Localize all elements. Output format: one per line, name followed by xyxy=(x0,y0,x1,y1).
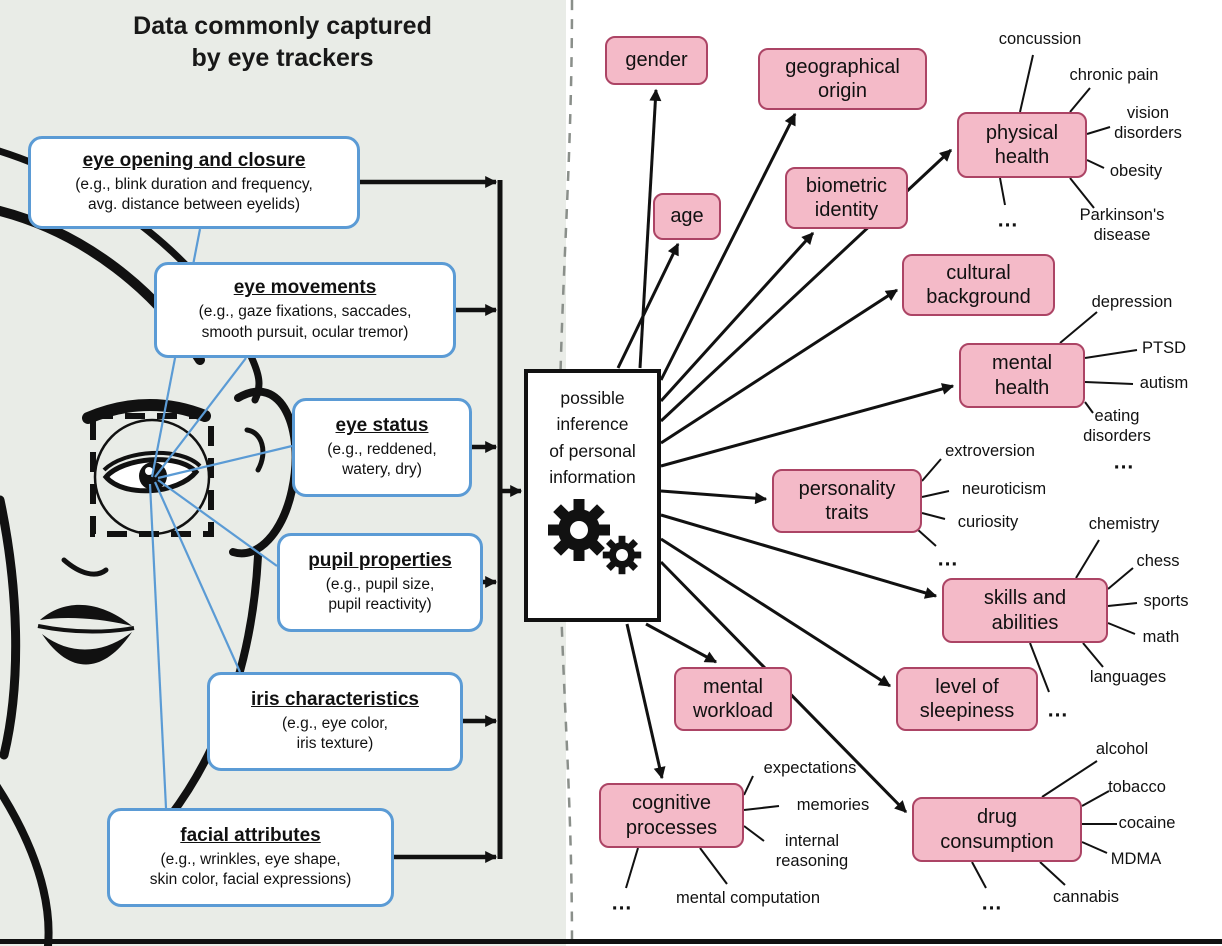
bottom-border xyxy=(0,939,1222,944)
node-personality-traits: personality traits xyxy=(772,469,922,533)
leaf-ellipsis: ... xyxy=(937,547,959,571)
leaf-internal-reasoning: internal reasoning xyxy=(775,832,849,870)
leaf-languages: languages xyxy=(1089,668,1167,687)
leaf-ptsd: PTSD xyxy=(1141,339,1187,358)
node-mental-health: mental health xyxy=(959,343,1085,408)
node-mental-workload: mental workload xyxy=(674,667,792,731)
data-box-eye-status: eye status (e.g., reddened, watery, dry) xyxy=(292,398,472,497)
data-box-iris-characteristics: iris characteristics (e.g., eye color, i… xyxy=(207,672,463,771)
leaf-alcohol: alcohol xyxy=(1095,740,1149,759)
leaf-neuroticism: neuroticism xyxy=(961,480,1047,499)
data-box-eye-movements: eye movements (e.g., gaze fixations, sac… xyxy=(154,262,456,358)
leaf-cannabis: cannabis xyxy=(1052,888,1120,907)
lips xyxy=(37,604,135,665)
data-box-desc: (e.g., eye color, iris texture) xyxy=(282,714,388,752)
leaf-curiosity: curiosity xyxy=(957,513,1019,532)
data-box-facial-attributes: facial attributes (e.g., wrinkles, eye s… xyxy=(107,808,394,907)
node-cultural-background: cultural background xyxy=(902,254,1055,316)
data-box-title: pupil properties xyxy=(308,549,452,571)
data-box-title: eye status xyxy=(335,414,429,436)
node-physical-health: physical health xyxy=(957,112,1087,178)
leaf-autism: autism xyxy=(1139,374,1189,393)
leaf-mdma: MDMA xyxy=(1110,850,1162,869)
diagram-title: Data commonly captured by eye trackers xyxy=(133,12,432,72)
leaf-memories: memories xyxy=(796,796,870,815)
leaf-ellipsis: ... xyxy=(611,891,633,915)
leaf-tobacco: tobacco xyxy=(1108,778,1166,797)
inference-node: possible inference of personal informati… xyxy=(524,369,661,622)
leaf-ellipsis: ... xyxy=(997,208,1019,232)
leaf-obesity: obesity xyxy=(1109,162,1163,181)
leaf-ellipsis: ... xyxy=(1047,698,1069,722)
trunk-connectors xyxy=(360,176,523,863)
data-box-pupil-properties: pupil properties (e.g., pupil size, pupi… xyxy=(277,533,483,632)
leaf-expectations: expectations xyxy=(763,759,857,778)
data-box-title: eye opening and closure xyxy=(82,149,306,171)
leaf-ellipsis: ... xyxy=(981,891,1003,915)
inference-label: possible inference of personal informati… xyxy=(549,388,636,487)
leaf-cocaine: cocaine xyxy=(1118,814,1176,833)
data-box-desc: (e.g., wrinkles, eye shape, skin color, … xyxy=(149,850,352,888)
node-geographical-origin: geographical origin xyxy=(758,48,927,110)
leaf-eating-disorders: eating disorders xyxy=(1083,407,1151,445)
leaf-depression: depression xyxy=(1091,293,1173,312)
leaf-connectors xyxy=(625,54,1138,889)
gears-icon xyxy=(548,499,642,575)
node-skills-and-abilities: skills and abilities xyxy=(942,578,1108,643)
leaf-ellipsis: ... xyxy=(1113,450,1135,474)
data-box-desc: (e.g., pupil size, pupil reactivity) xyxy=(325,575,435,613)
leaf-extroversion: extroversion xyxy=(945,442,1035,461)
data-box-desc: (e.g., blink duration and frequency, avg… xyxy=(75,175,313,213)
data-box-title: facial attributes xyxy=(180,824,321,846)
leaf-sports: sports xyxy=(1143,592,1189,611)
node-age: age xyxy=(653,193,721,240)
leaf-concussion: concussion xyxy=(998,30,1082,49)
leaf-vision-disorders: vision disorders xyxy=(1114,104,1182,142)
leaf-chemistry: chemistry xyxy=(1088,515,1160,534)
node-drug-consumption: drug consumption xyxy=(912,797,1082,862)
data-box-desc: (e.g., gaze fixations, saccades, smooth … xyxy=(198,303,412,341)
data-box-title: iris characteristics xyxy=(251,688,419,710)
node-cognitive-processes: cognitive processes xyxy=(599,783,744,848)
node-level-of-sleepiness: level of sleepiness xyxy=(896,667,1038,731)
leaf-parkinsons-disease: Parkinson's disease xyxy=(1079,206,1165,244)
leaf-mental-computation: mental computation xyxy=(676,889,820,908)
data-box-eye-opening: eye opening and closure (e.g., blink dur… xyxy=(28,136,360,229)
leaf-chronic-pain: chronic pain xyxy=(1069,66,1159,85)
node-gender: gender xyxy=(605,36,708,85)
leaf-math: math xyxy=(1142,628,1180,647)
data-box-title: eye movements xyxy=(233,277,377,299)
data-box-desc: (e.g., reddened, watery, dry) xyxy=(327,440,437,478)
node-biometric-identity: biometric identity xyxy=(785,167,908,229)
leaf-chess: chess xyxy=(1136,552,1180,571)
